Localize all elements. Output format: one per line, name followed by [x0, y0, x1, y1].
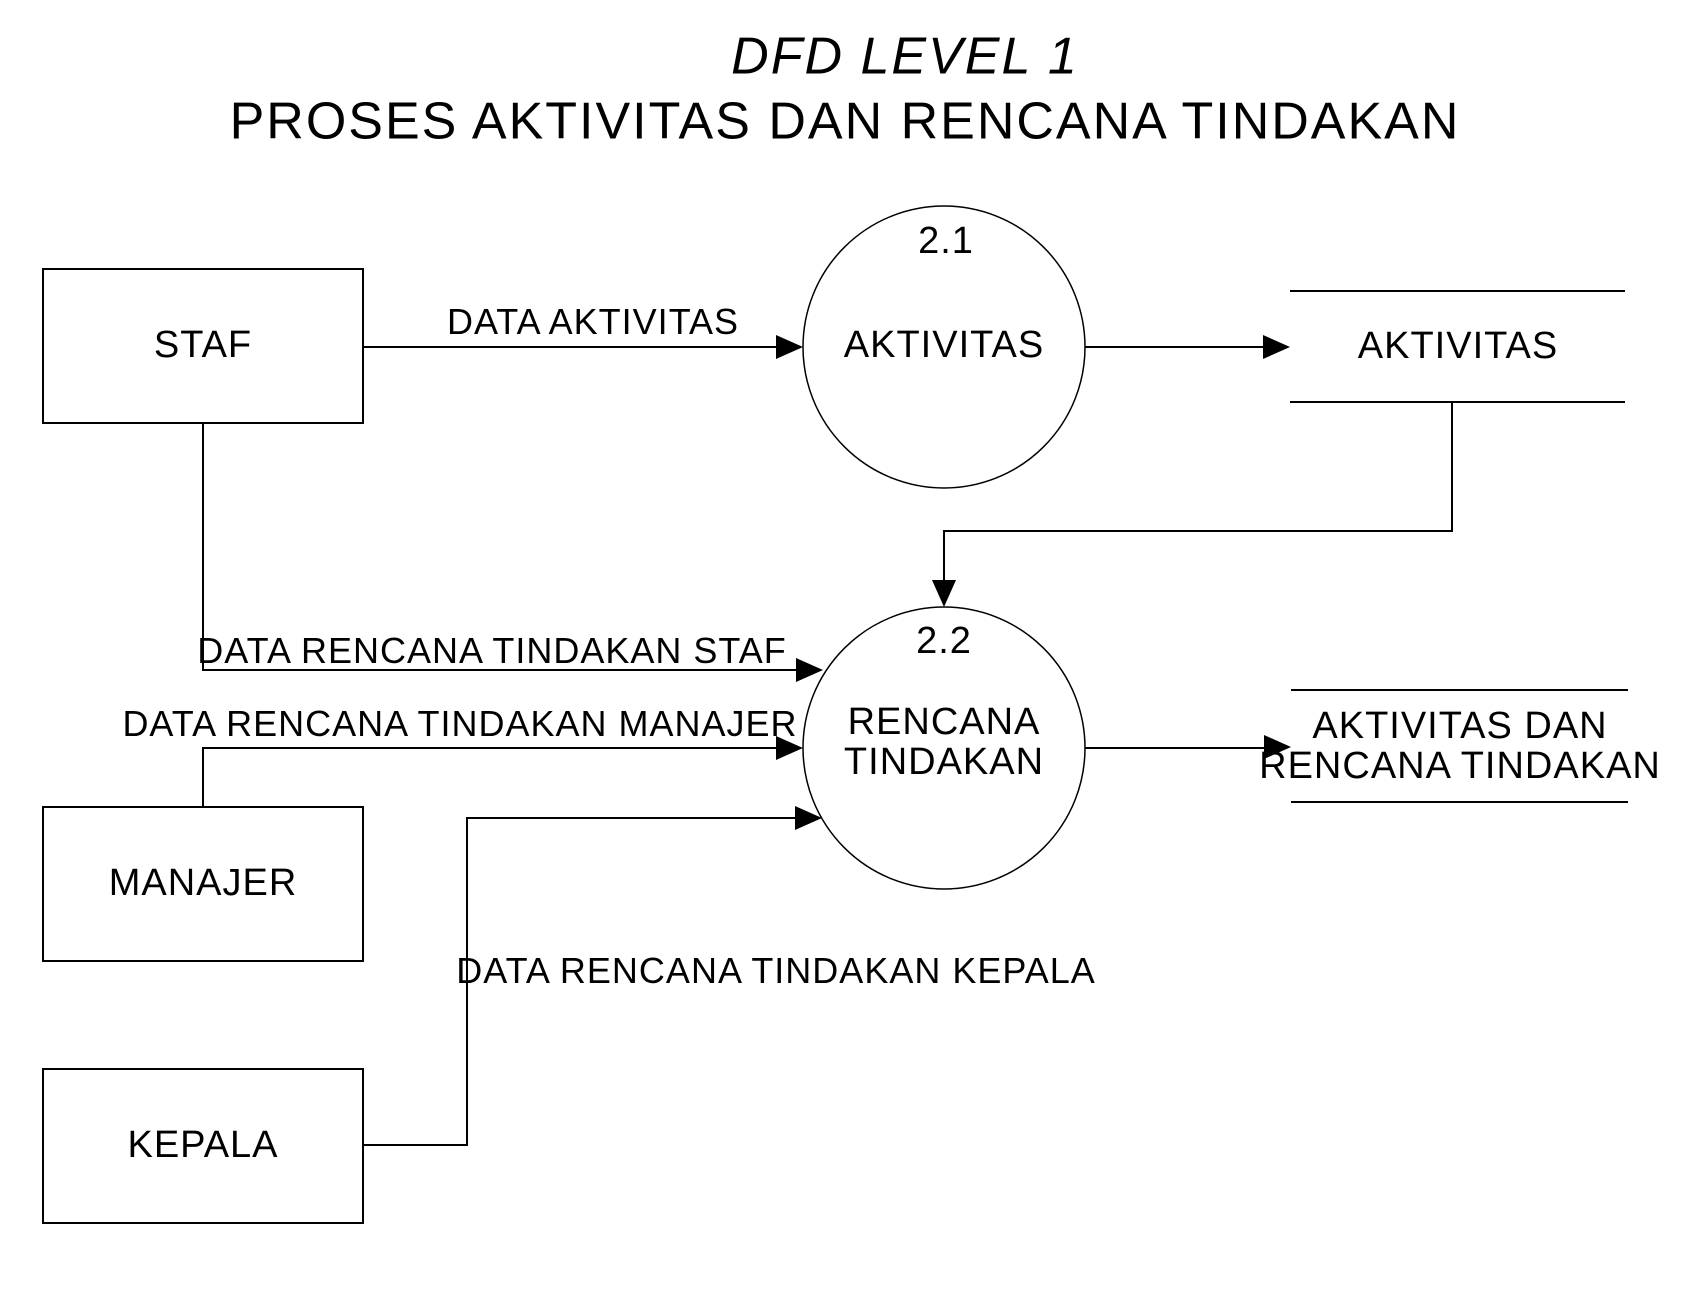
entity-manajer-label: MANAJER — [108, 862, 298, 905]
flow-store-to-process22-line — [943, 402, 1453, 582]
flow-data-aktivitas-label: DATA AKTIVITAS — [446, 301, 740, 343]
flow-manajer-rencana-label: DATA RENCANA TINDAKAN MANAJER — [122, 703, 798, 745]
flow-manajer-rencana-arrowhead — [776, 736, 803, 760]
diagram-title-line1: DFD LEVEL 1 — [731, 27, 1079, 86]
process-2-2-number: 2.2 — [916, 620, 972, 663]
flow-staf-rencana-arrowhead — [796, 658, 823, 682]
flow-data-aktivitas-arrowhead — [776, 335, 803, 359]
datastore-aktivitas-rencana-label-line2: RENCANA TINDAKAN — [1259, 745, 1661, 788]
datastore-aktivitas-label: AKTIVITAS — [1357, 325, 1559, 368]
process-2-1-number: 2.1 — [918, 220, 974, 263]
process-2-2-label-line1: RENCANA — [847, 701, 1041, 744]
entity-staf-label: STAF — [153, 324, 253, 367]
flow-kepala-rencana-arrowhead — [795, 806, 822, 830]
flow-store-to-process22-arrowhead — [932, 580, 956, 607]
flow-staf-rencana-label: DATA RENCANA TINDAKAN STAF — [197, 630, 787, 672]
flow-kepala-rencana-label: DATA RENCANA TINDAKAN KEPALA — [456, 950, 1096, 992]
flow-rencana-to-store-arrowhead — [1264, 735, 1291, 759]
entity-kepala-label: KEPALA — [127, 1124, 279, 1167]
diagram-title-line2: PROSES AKTIVITAS DAN RENCANA TINDAKAN — [229, 92, 1461, 151]
datastore-aktivitas-rencana-label-line1: AKTIVITAS DAN — [1312, 705, 1608, 748]
flow-staf-rencana-line — [202, 423, 798, 671]
flow-manajer-rencana-line — [202, 747, 778, 807]
process-2-2-label-line2: TINDAKAN — [843, 741, 1045, 784]
flow-aktivitas-to-store-arrowhead — [1263, 335, 1290, 359]
process-2-1-label: AKTIVITAS — [843, 324, 1045, 367]
flow-kepala-rencana-line — [363, 817, 797, 1146]
